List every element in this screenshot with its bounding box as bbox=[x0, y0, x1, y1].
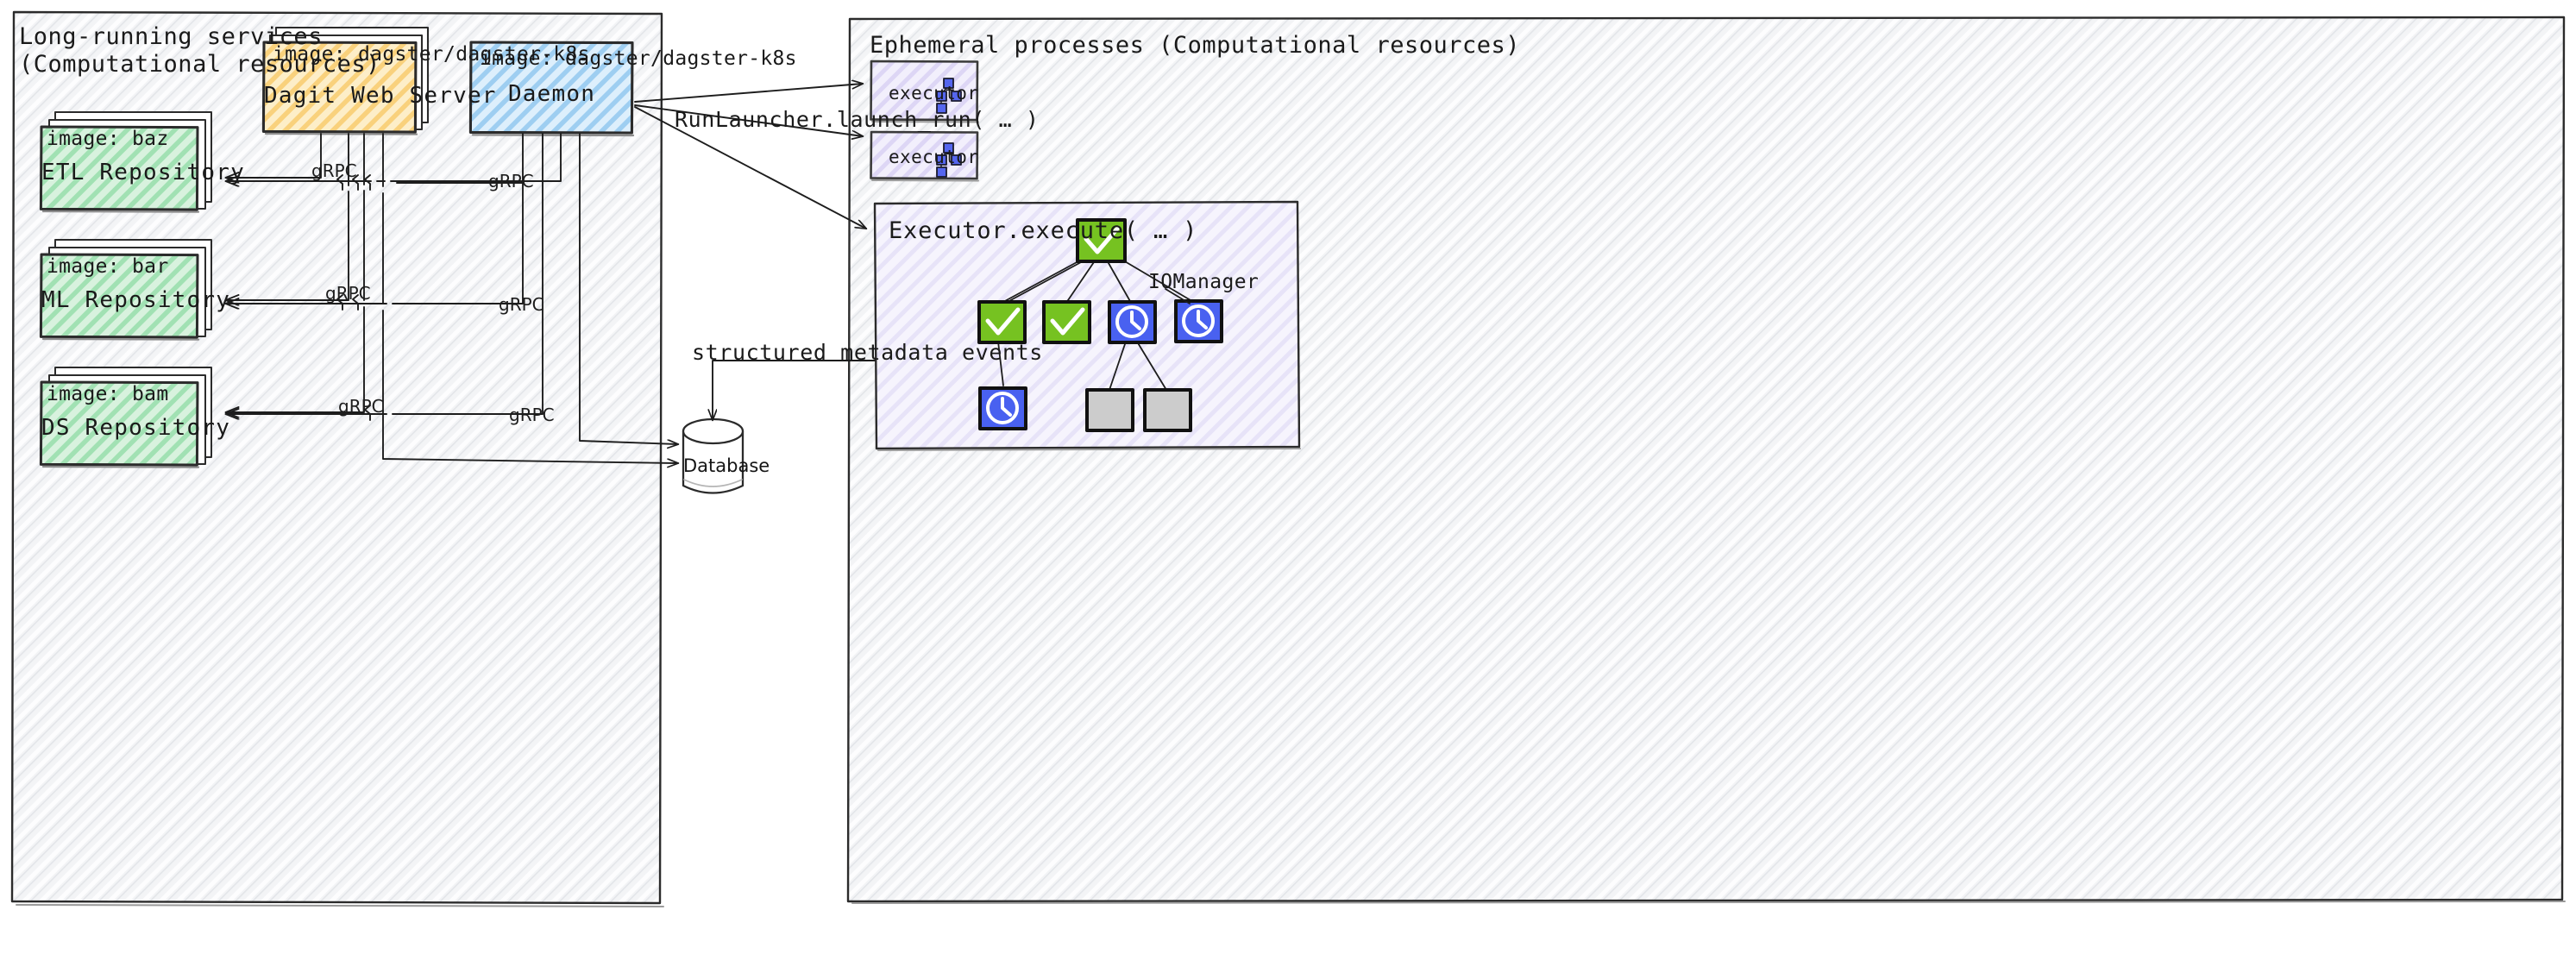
edge-dagit-database bbox=[382, 133, 678, 463]
runlauncher-label: RunLauncher.launch_run( … ) bbox=[675, 107, 1040, 132]
edge-runlauncher-exec-panel bbox=[634, 106, 866, 229]
daemon-card[interactable] bbox=[468, 41, 635, 137]
grpc-edge-daemon-ml bbox=[226, 182, 524, 304]
structured-events-label: structured metadata events bbox=[692, 340, 1043, 365]
database-cylinder[interactable] bbox=[682, 417, 745, 494]
executor-dag-icon-2 bbox=[936, 142, 962, 178]
grpc-edge-dagit-ml bbox=[226, 133, 349, 300]
grpc-label-2: gRPC bbox=[488, 171, 534, 191]
repo-etl-name: ETL Repository bbox=[41, 160, 245, 185]
line-jump-notches bbox=[336, 174, 371, 421]
dagit-image-tag: image: dagster/dagster-k8s bbox=[273, 43, 590, 66]
dag-node-b[interactable] bbox=[1042, 300, 1091, 344]
repo-card-ds[interactable] bbox=[39, 367, 212, 468]
repo-ml-name: ML Repository bbox=[41, 287, 231, 313]
repo-card-ml[interactable] bbox=[39, 239, 212, 341]
executor-box-1[interactable] bbox=[870, 60, 979, 123]
executor-dag-icon-1 bbox=[936, 78, 962, 114]
grpc-label-5: gRPC bbox=[338, 396, 384, 417]
dag-node-e[interactable] bbox=[978, 386, 1027, 430]
repo-etl-image-tag: image: baz bbox=[47, 128, 169, 150]
grpc-label-1: gRPC bbox=[311, 160, 357, 181]
right-panel bbox=[846, 16, 2566, 904]
iomanager-label: IOManager bbox=[1148, 271, 1260, 293]
dagit-web-server-card[interactable] bbox=[261, 26, 430, 135]
grpc-edge-dagit-ds bbox=[226, 133, 365, 412]
database-label: Database bbox=[683, 455, 770, 476]
iomanager-leader bbox=[1165, 288, 1191, 304]
grpc-edge-daemon-ds bbox=[226, 133, 543, 414]
edge-metadata-database bbox=[713, 360, 876, 420]
edge-runlauncher-executor-1 bbox=[634, 84, 863, 103]
left-panel bbox=[10, 10, 664, 907]
dag-node-g[interactable] bbox=[1143, 388, 1192, 432]
dagit-name: Dagit Web Server bbox=[264, 83, 497, 109]
execution-panel-title: Executor.execute( … ) bbox=[889, 217, 1198, 244]
left-panel-title-line2: (Computational resources) bbox=[19, 51, 380, 78]
grpc-edge-dagit-etl bbox=[226, 133, 322, 178]
repo-ml-image-tag: image: bar bbox=[47, 255, 169, 278]
dag-node-d[interactable] bbox=[1174, 299, 1223, 343]
executor-label-2: executor bbox=[889, 147, 979, 167]
grpc-label-4: gRPC bbox=[499, 294, 544, 315]
edge-daemon-database bbox=[579, 133, 678, 444]
daemon-image-tag: image: dagster/dagster-k8s bbox=[480, 47, 797, 70]
right-panel-title: Ephemeral processes (Computational resou… bbox=[870, 32, 1520, 59]
repo-ds-name: DS Repository bbox=[41, 415, 231, 441]
execution-dag-edges bbox=[997, 254, 1196, 391]
repo-card-etl[interactable] bbox=[39, 111, 212, 213]
repo-ds-image-tag: image: bam bbox=[47, 383, 169, 405]
grpc-label-6: gRPC bbox=[509, 405, 555, 425]
edge-runlauncher-executor-2 bbox=[634, 104, 863, 136]
executor-label-1: executor bbox=[889, 83, 979, 104]
dag-node-root[interactable] bbox=[1076, 218, 1127, 263]
dag-node-a[interactable] bbox=[977, 300, 1027, 344]
dag-node-f[interactable] bbox=[1085, 388, 1134, 432]
grpc-label-3: gRPC bbox=[325, 283, 371, 304]
daemon-name: Daemon bbox=[507, 81, 596, 107]
left-panel-title-line1: Long-running services bbox=[19, 23, 323, 50]
dag-node-c[interactable] bbox=[1108, 300, 1157, 344]
